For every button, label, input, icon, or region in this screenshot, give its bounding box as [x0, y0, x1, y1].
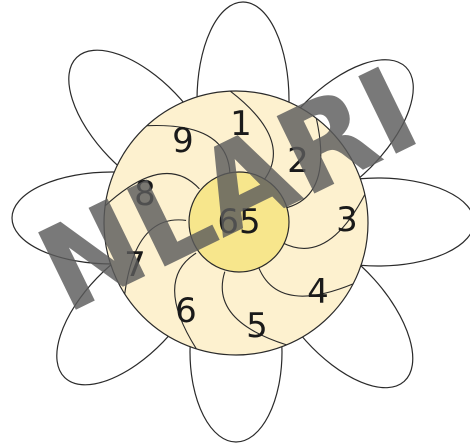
segment-number-4: 4	[307, 272, 329, 312]
segment-number-6: 6	[175, 291, 197, 331]
segment-number-5: 5	[246, 306, 268, 346]
